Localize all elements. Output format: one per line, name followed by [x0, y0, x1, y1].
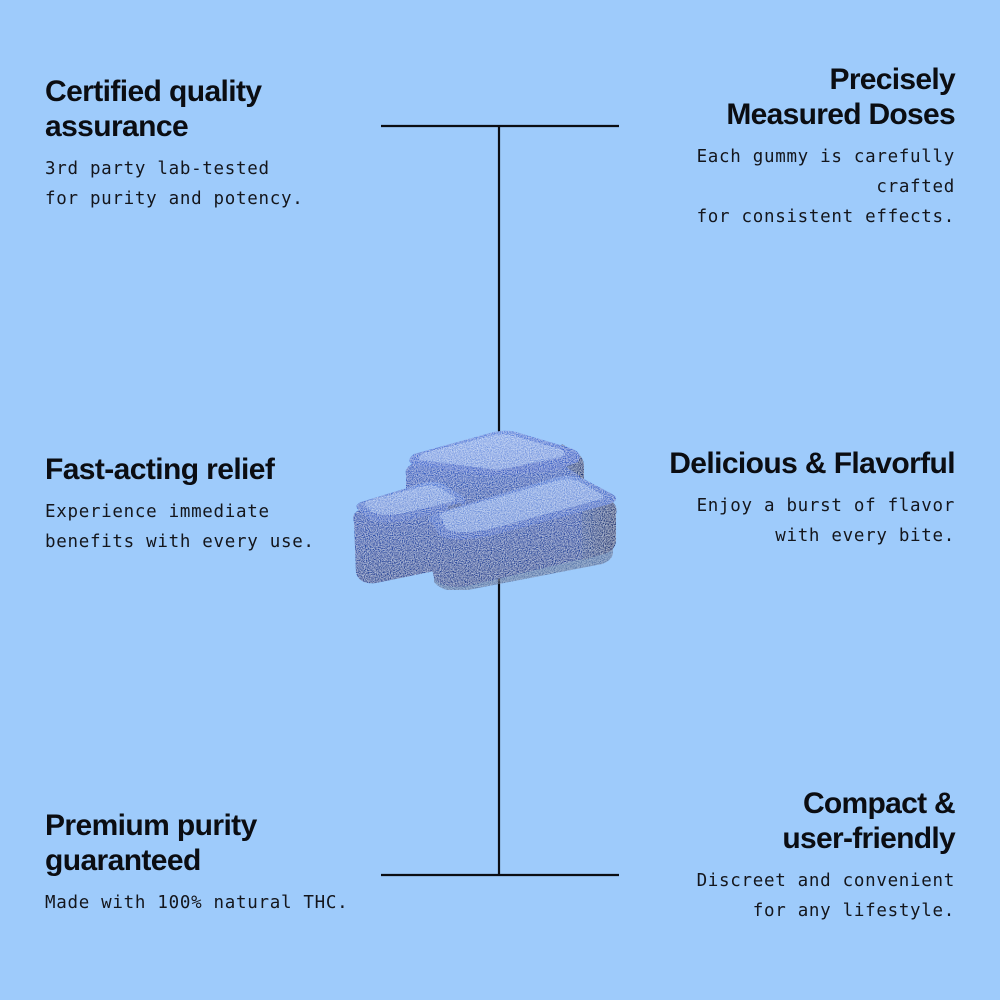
gummy-piece-front-right — [424, 475, 617, 590]
feature-title: Certified quality assurance — [45, 75, 262, 144]
feature-premium-purity-guaranteed: Premium purity guaranteed Made with 100%… — [45, 808, 375, 918]
feature-title: Compact & user-friendly — [782, 787, 955, 856]
feature-title: Premium purity guaranteed — [45, 809, 257, 878]
feature-title: Delicious & Flavorful — [669, 447, 955, 480]
blue-thc-gummies-illustration — [353, 430, 617, 590]
feature-compact-user-friendly: Compact & user-friendly Discreet and con… — [615, 786, 956, 926]
feature-delicious-and-flavorful: Delicious & Flavorful Enjoy a burst of f… — [615, 446, 955, 551]
feature-certified-quality-assurance: Certified quality assurance 3rd party la… — [45, 74, 375, 214]
feature-description: Each gummy is carefully crafted for cons… — [696, 147, 955, 228]
feature-description: Experience immediate benefits with every… — [45, 502, 315, 553]
feature-description: Enjoy a burst of flavor with every bite. — [696, 496, 955, 547]
feature-precisely-measured-doses: Precisely Measured Doses Each gummy is c… — [615, 62, 956, 232]
gummy-product-image — [348, 418, 624, 590]
feature-title: Fast-acting relief — [45, 453, 275, 486]
feature-title: Precisely Measured Doses — [726, 63, 955, 132]
feature-description: 3rd party lab-tested for purity and pote… — [45, 159, 304, 210]
feature-fast-acting-relief: Fast-acting relief Experience immediate … — [45, 452, 375, 557]
feature-description: Made with 100% natural THC. — [45, 893, 349, 914]
feature-description: Discreet and convenient for any lifestyl… — [696, 871, 955, 922]
